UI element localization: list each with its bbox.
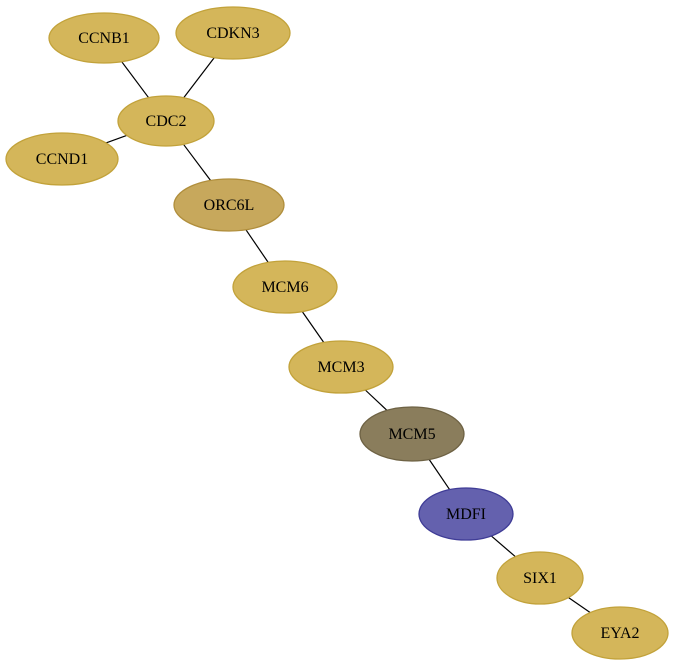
node-cdkn3[interactable]: CDKN3 bbox=[175, 6, 291, 60]
node-shape-cdkn3[interactable] bbox=[175, 6, 291, 60]
node-shape-orc6l[interactable] bbox=[173, 178, 285, 232]
node-eya2[interactable]: EYA2 bbox=[571, 606, 669, 660]
node-shape-mcm6[interactable] bbox=[232, 260, 338, 314]
edge-mcm5-mdfi bbox=[428, 459, 451, 490]
node-label-mcm6: MCM6 bbox=[261, 279, 308, 296]
node-shape-ccnb1[interactable] bbox=[48, 12, 160, 64]
edge-cdkn3-cdc2 bbox=[183, 57, 215, 99]
node-ccnd1[interactable]: CCND1 bbox=[5, 132, 119, 186]
node-label-cdc2: CDC2 bbox=[146, 113, 187, 130]
node-label-six1: SIX1 bbox=[523, 570, 557, 587]
node-shape-mcm3[interactable] bbox=[288, 340, 394, 394]
node-shape-mcm5[interactable] bbox=[359, 406, 465, 462]
node-label-mcm5: MCM5 bbox=[388, 426, 435, 443]
node-cdc2[interactable]: CDC2 bbox=[117, 95, 215, 147]
node-mcm5[interactable]: MCM5 bbox=[359, 406, 465, 462]
node-shape-six1[interactable] bbox=[496, 551, 584, 605]
node-label-cdkn3: CDKN3 bbox=[206, 25, 259, 42]
edge-ccnd1-cdc2 bbox=[105, 134, 127, 144]
node-label-eya2: EYA2 bbox=[600, 625, 639, 642]
node-shape-cdc2[interactable] bbox=[117, 95, 215, 147]
node-label-ccnd1: CCND1 bbox=[36, 151, 88, 168]
node-mdfi[interactable]: MDFI bbox=[418, 487, 514, 541]
edge-orc6l-mcm6 bbox=[245, 229, 269, 263]
edge-ccnb1-cdc2 bbox=[121, 61, 150, 99]
node-label-ccnb1: CCNB1 bbox=[78, 30, 130, 47]
edge-six1-eya2 bbox=[568, 597, 591, 614]
node-shape-ccnd1[interactable] bbox=[5, 132, 119, 186]
node-mcm6[interactable]: MCM6 bbox=[232, 260, 338, 314]
node-orc6l[interactable]: ORC6L bbox=[173, 178, 285, 232]
node-label-mcm3: MCM3 bbox=[317, 359, 364, 376]
edge-mcm6-mcm3 bbox=[301, 311, 325, 343]
node-ccnb1[interactable]: CCNB1 bbox=[48, 12, 160, 64]
edges-layer bbox=[105, 57, 591, 614]
node-mcm3[interactable]: MCM3 bbox=[288, 340, 394, 394]
edge-mdfi-six1 bbox=[490, 535, 516, 558]
node-shape-mdfi[interactable] bbox=[418, 487, 514, 541]
node-label-orc6l: ORC6L bbox=[204, 197, 255, 214]
node-label-mdfi: MDFI bbox=[446, 506, 486, 523]
edge-cdc2-orc6l bbox=[183, 143, 212, 181]
node-shape-eya2[interactable] bbox=[571, 606, 669, 660]
edge-mcm3-mcm5 bbox=[364, 389, 388, 411]
node-six1[interactable]: SIX1 bbox=[496, 551, 584, 605]
